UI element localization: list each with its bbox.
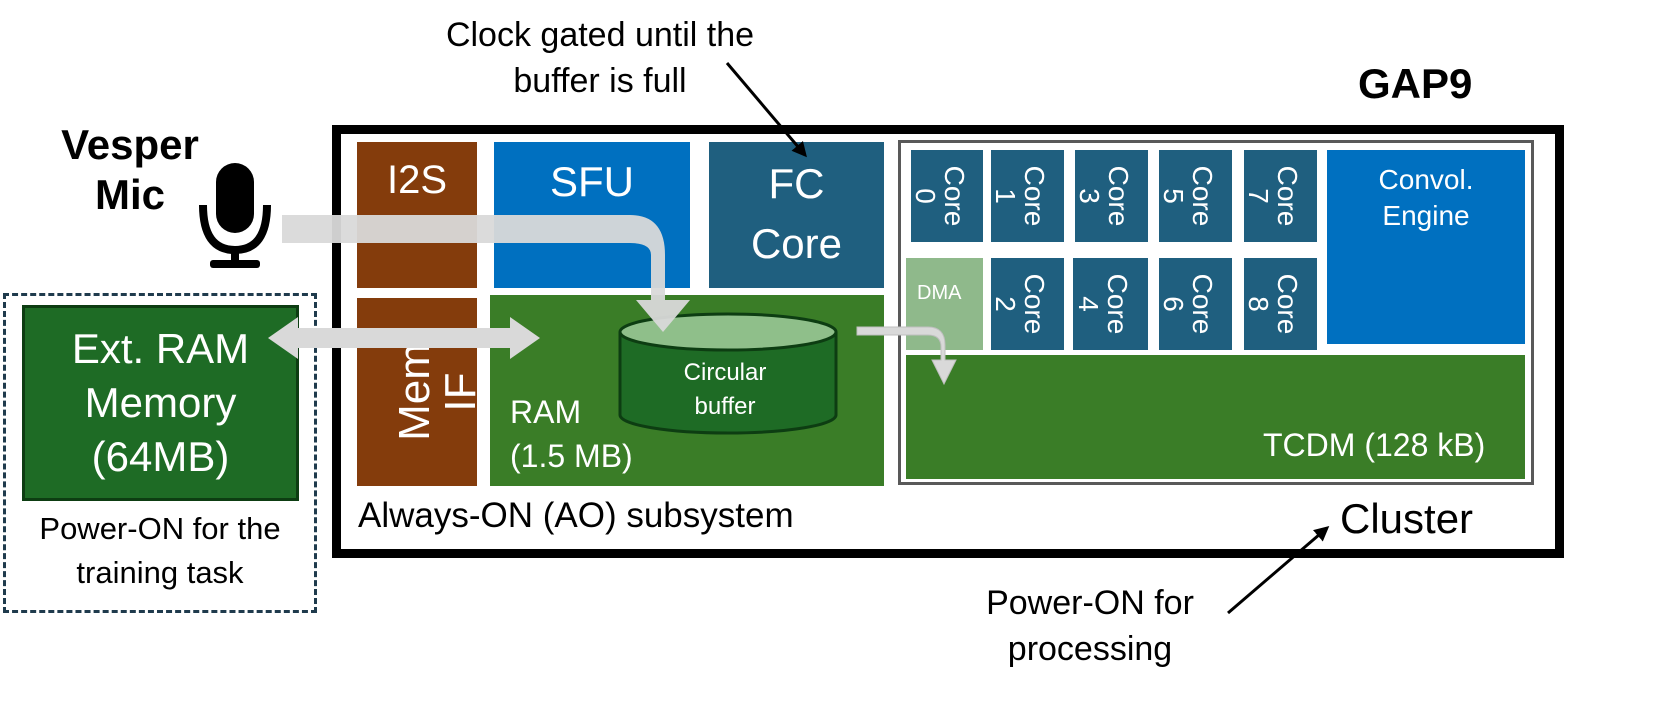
core-4-block — [1073, 258, 1148, 350]
mic-label: Vesper Mic — [40, 120, 220, 220]
core-8-block — [1244, 258, 1317, 350]
circular-buffer-label: Circular buffer — [650, 356, 800, 424]
core-2-label: Core 2 — [990, 254, 1050, 354]
ao-subsystem-label: Always-ON (AO) subsystem — [358, 496, 794, 535]
ext-ram-line2: Memory — [84, 379, 237, 426]
core-5-block — [1159, 150, 1232, 242]
core-1-label: Core 1 — [990, 146, 1050, 246]
power-on-processing-line2: processing — [1007, 630, 1173, 668]
core-2-block — [991, 258, 1064, 350]
sfu-block: SFU — [494, 142, 690, 288]
core-5-label: Core 5 — [1158, 146, 1218, 246]
core-6-num: 6 — [1157, 296, 1189, 312]
mic-label-line2: Mic — [94, 171, 165, 218]
core-6-word: Core — [1187, 273, 1218, 335]
fc-core-line1: FC — [768, 160, 825, 207]
core-3-label: Core 3 — [1074, 146, 1134, 246]
clock-gated-line2: buffer is full — [513, 62, 687, 100]
core-7-block — [1244, 150, 1317, 242]
tcdm-label: TCDM (128 kB) — [1263, 427, 1486, 463]
ext-ram-dashed-group — [3, 293, 317, 613]
fc-core-line2: Core — [750, 220, 843, 267]
core-2-num: 2 — [989, 296, 1021, 312]
core-0-num: 0 — [909, 188, 941, 204]
convol-engine-block: Convol. Engine — [1327, 150, 1525, 344]
fc-core-block: FC Core — [709, 142, 884, 288]
ram-label: RAM (1.5 MB) — [510, 390, 633, 478]
core-1-block — [991, 150, 1064, 242]
mic-label-line1: Vesper — [61, 121, 199, 168]
cluster-outline — [898, 140, 1534, 485]
power-on-processing-annotation: Power-ON for processing — [965, 580, 1215, 672]
ram-label-line2: (1.5 MB) — [510, 438, 633, 474]
core-7-label: Core 7 — [1243, 146, 1303, 246]
i2s-label: I2S — [386, 158, 448, 202]
sfu-label: SFU — [550, 158, 634, 205]
mem-if-line1: Mem — [390, 343, 439, 441]
core-7-num: 7 — [1242, 188, 1274, 204]
core-0-word: Core — [939, 165, 970, 227]
circular-buffer-line1: Circular — [683, 359, 767, 386]
core-8-num: 8 — [1242, 296, 1274, 312]
cluster-label: Cluster — [1340, 495, 1474, 542]
core-4-word: Core — [1102, 273, 1133, 335]
core-8-word: Core — [1272, 273, 1303, 335]
core-8-label: Core 8 — [1243, 254, 1303, 354]
ext-ram-line1: Ext. RAM — [71, 325, 250, 372]
tcdm-block — [906, 355, 1525, 479]
power-on-training-line1: Power-ON for the — [39, 511, 281, 546]
core-3-block — [1075, 150, 1148, 242]
core-6-block — [1159, 258, 1232, 350]
power-on-processing-line1: Power-ON for — [986, 584, 1194, 622]
core-5-word: Core — [1187, 165, 1218, 227]
circular-buffer-line2: buffer — [694, 393, 756, 420]
convol-engine-line1: Convol. — [1378, 164, 1474, 195]
clock-gated-annotation: Clock gated until the buffer is full — [415, 12, 785, 104]
core-2-word: Core — [1019, 273, 1050, 335]
i2s-block: I2S — [357, 142, 477, 288]
core-4-label: Core 4 — [1073, 254, 1133, 354]
core-5-num: 5 — [1157, 188, 1189, 204]
core-7-word: Core — [1272, 165, 1303, 227]
mem-if-line2: IF — [436, 372, 485, 412]
core-6-label: Core 6 — [1158, 254, 1218, 354]
core-0-block — [911, 150, 983, 242]
core-3-word: Core — [1103, 165, 1134, 227]
core-1-word: Core — [1019, 165, 1050, 227]
core-4-num: 4 — [1072, 296, 1104, 312]
power-on-training-line2: training task — [76, 555, 244, 590]
ram-label-line1: RAM — [510, 394, 582, 430]
power-on-training-annotation: Power-ON for the training task — [5, 507, 315, 595]
mem-if-label: Mem IF — [390, 302, 485, 482]
dma-label: DMA — [917, 282, 962, 304]
ext-ram-line3: (64MB) — [91, 433, 230, 480]
chip-title: GAP9 — [1358, 60, 1473, 107]
clock-gated-line1: Clock gated until the — [445, 16, 755, 54]
core-0-label: Core 0 — [910, 146, 970, 246]
core-1-num: 1 — [989, 188, 1021, 204]
convol-engine-line2: Engine — [1382, 200, 1470, 231]
ext-ram-block: Ext. RAM Memory (64MB) — [22, 305, 299, 501]
core-3-num: 3 — [1073, 188, 1105, 204]
